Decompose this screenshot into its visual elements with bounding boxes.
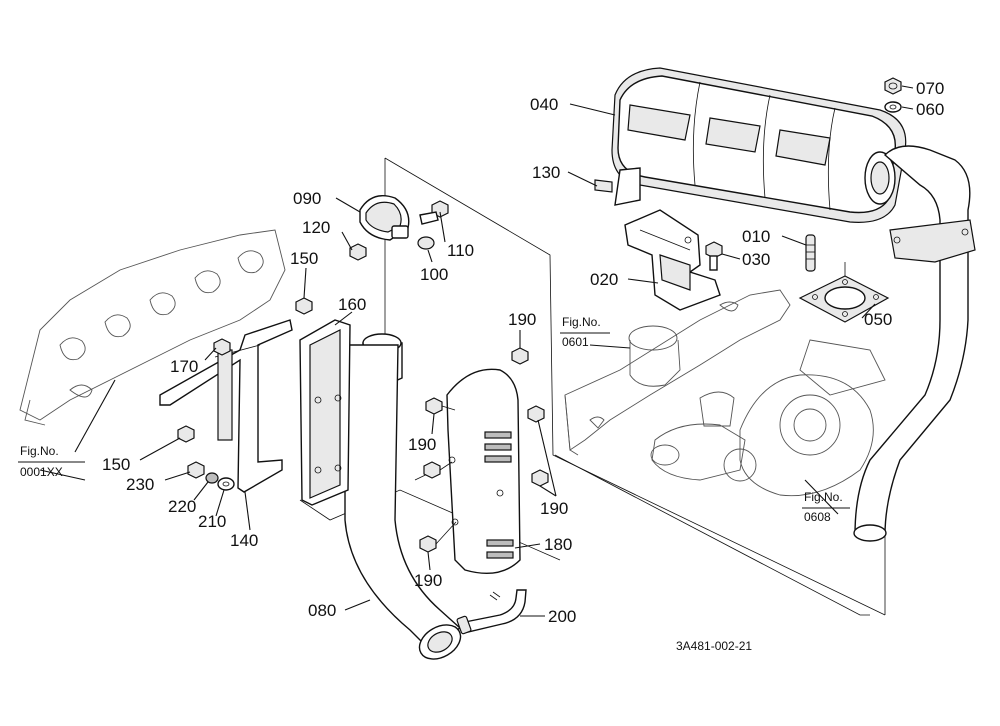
callout-190-right[interactable]: 190 xyxy=(540,499,568,518)
bolt-part-170 xyxy=(213,338,231,356)
exhaust-manifold-fig0601 xyxy=(564,289,791,456)
callout-070[interactable]: 070 xyxy=(916,79,944,98)
callout-080[interactable]: 080 xyxy=(308,601,336,620)
bolt-part-190-d xyxy=(531,469,549,487)
callout-230[interactable]: 230 xyxy=(126,475,154,494)
bolt-part-030 xyxy=(705,241,723,271)
bracket-part-160 xyxy=(299,319,351,506)
figure-ref-0001xx[interactable]: Fig.No. 0001XX xyxy=(18,444,85,479)
bolt-part-190-c xyxy=(527,405,545,423)
svg-text:Fig.No.: Fig.No. xyxy=(20,444,59,458)
bolt-part-190-e xyxy=(419,521,457,553)
callout-100[interactable]: 100 xyxy=(420,265,448,284)
bolt-part-110 xyxy=(419,200,449,225)
callout-160[interactable]: 160 xyxy=(338,295,366,314)
bolt-part-190-top xyxy=(511,347,529,365)
nut-part-070 xyxy=(884,77,902,95)
nut-part-120 xyxy=(349,243,367,261)
callout-180[interactable]: 180 xyxy=(544,535,572,554)
part-callouts: 040 130 070 060 010 030 020 050 090 120 … xyxy=(102,79,944,626)
callout-110[interactable]: 110 xyxy=(447,241,474,260)
turbocharger-fig0608 xyxy=(650,339,886,497)
exhaust-pipe-part-080 xyxy=(344,344,462,660)
svg-text:0601: 0601 xyxy=(562,335,589,349)
callout-090[interactable]: 090 xyxy=(293,189,321,208)
figure-ref-0601[interactable]: Fig.No. 0601 xyxy=(560,315,610,349)
callout-190-left[interactable]: 190 xyxy=(408,435,436,454)
bolt-part-190-b xyxy=(423,461,453,479)
svg-text:Fig.No.: Fig.No. xyxy=(562,315,601,329)
bolt-part-150-lower xyxy=(177,425,195,443)
washer-part-210 xyxy=(217,477,235,491)
muffler-part-040 xyxy=(611,67,907,223)
callout-200[interactable]: 200 xyxy=(548,607,576,626)
clamp-part-090 xyxy=(359,195,410,241)
muffler-mount-bracket xyxy=(594,167,641,206)
bolt-part-150-upper xyxy=(295,297,313,315)
u-bolt-part-200 xyxy=(456,589,527,635)
heat-shield-vents xyxy=(484,431,514,559)
callout-010[interactable]: 010 xyxy=(742,227,770,246)
washer-part-220 xyxy=(205,472,219,484)
nut-part-230 xyxy=(187,461,205,479)
svg-text:0001XX: 0001XX xyxy=(20,465,63,479)
svg-text:0608: 0608 xyxy=(804,510,831,524)
gasket-part-050 xyxy=(798,262,890,323)
callout-050[interactable]: 050 xyxy=(864,310,892,329)
callout-190-top[interactable]: 190 xyxy=(508,310,536,329)
callout-220[interactable]: 220 xyxy=(168,497,196,516)
callout-210[interactable]: 210 xyxy=(198,512,226,531)
callout-150-lower[interactable]: 150 xyxy=(102,455,130,474)
heat-shield-part-180 xyxy=(446,368,521,574)
drawing-code: 3A481-002-21 xyxy=(676,639,752,653)
callout-020[interactable]: 020 xyxy=(590,270,618,289)
callout-060[interactable]: 060 xyxy=(916,100,944,119)
callout-030[interactable]: 030 xyxy=(742,250,770,269)
callout-040[interactable]: 040 xyxy=(530,95,558,114)
bracket-part-020 xyxy=(624,209,721,311)
nut-part-100 xyxy=(417,236,435,250)
bolt-part-190-a xyxy=(425,397,456,415)
engine-manifold-outline xyxy=(19,229,286,426)
figure-ref-0608[interactable]: Fig.No. 0608 xyxy=(802,490,850,524)
washer-part-060 xyxy=(884,101,902,113)
stud-part-010 xyxy=(805,234,816,272)
leader-lines xyxy=(39,85,914,617)
callout-140[interactable]: 140 xyxy=(230,531,258,550)
callout-150-upper[interactable]: 150 xyxy=(290,249,318,268)
muffler-outlet-pipe xyxy=(853,145,976,542)
svg-text:Fig.No.: Fig.No. xyxy=(804,490,843,504)
callout-130[interactable]: 130 xyxy=(532,163,560,182)
callout-170[interactable]: 170 xyxy=(170,357,198,376)
callout-190-bottom[interactable]: 190 xyxy=(414,571,442,590)
callout-120[interactable]: 120 xyxy=(302,218,330,237)
